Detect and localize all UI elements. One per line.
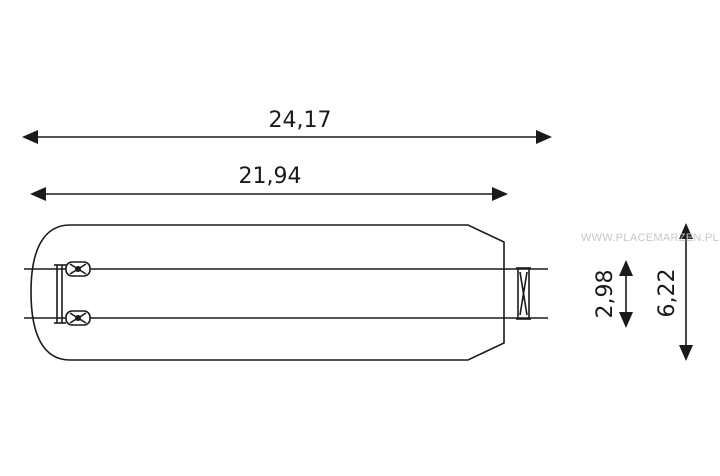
trolley-bottom xyxy=(65,310,91,326)
overall-width-dimension: 6,22 xyxy=(655,223,693,361)
overall-length-arrow-left xyxy=(22,130,38,144)
inner-length-arrow-left xyxy=(30,187,46,201)
inner-width-label: 2,98 xyxy=(593,270,618,319)
inner-width-arrow-top xyxy=(619,260,633,276)
end-post xyxy=(516,267,531,320)
inner-length-label: 21,94 xyxy=(239,164,302,189)
overall-length-dimension: 24,17 xyxy=(22,108,552,144)
inner-width-dimension: 2,98 xyxy=(593,260,633,328)
overall-width-arrow-bottom xyxy=(679,345,693,361)
overall-width-arrow-top xyxy=(679,223,693,239)
overall-length-label: 24,17 xyxy=(269,108,332,133)
safety-zone-outline xyxy=(30,224,505,361)
start-platform xyxy=(54,264,66,324)
watermark-text: WWW.PLACEMARZEN.PL xyxy=(581,232,719,244)
overall-length-arrow-right xyxy=(536,130,552,144)
overall-width-label: 6,22 xyxy=(655,269,680,318)
trolley-top xyxy=(65,261,91,277)
inner-length-arrow-right xyxy=(492,187,508,201)
inner-length-dimension: 21,94 xyxy=(30,164,508,201)
inner-width-arrow-bottom xyxy=(619,312,633,328)
